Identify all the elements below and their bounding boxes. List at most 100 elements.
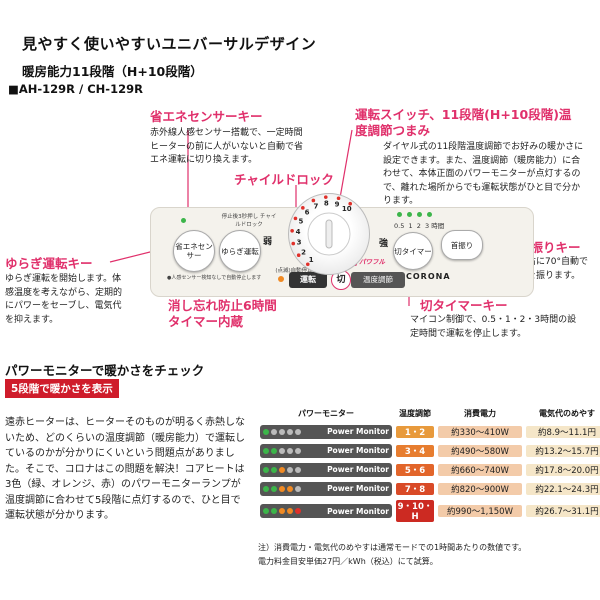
cost-value: 約8.9〜11.1円 xyxy=(526,425,600,438)
eco-sensor-button[interactable]: 省エネセンサー xyxy=(173,230,215,272)
dial-tick xyxy=(293,216,298,221)
off-timer-button[interactable]: 切タイマー xyxy=(393,232,433,270)
col-power: 消費電力 xyxy=(464,409,496,418)
dial-number: 8 xyxy=(324,200,329,208)
dial-tick xyxy=(348,201,353,206)
run-switch-callout-desc: ダイヤル式の11段階温度調節でお好みの暖かさに設定できます。また、温度調節（暖房… xyxy=(383,142,584,206)
child-lock-callout-title: チャイルドロック xyxy=(234,172,334,187)
brand-logo: CORONA xyxy=(406,272,451,281)
yuragi-callout-desc: ゆらぎ運転を開始します。体感温度を考えながら、定期的にパワーをセーブし、電気代を… xyxy=(5,274,123,325)
dial-number: 9 xyxy=(335,201,340,209)
timer-lamps xyxy=(397,212,432,217)
monitor-lights xyxy=(263,466,301,473)
monitor-cell: Power Monitor xyxy=(258,460,394,479)
monitor-lights xyxy=(263,485,301,492)
monitor-lamp-icon xyxy=(263,485,269,492)
dial-tick xyxy=(296,253,301,258)
monitor-lamp-icon xyxy=(263,508,269,514)
five-stage-tag: 5段階で暖かさを表示 xyxy=(5,379,119,398)
cost-cell: 約26.7〜31.1円 xyxy=(524,498,600,524)
monitor-lamp-icon xyxy=(279,428,285,435)
power-value: 約330〜410W xyxy=(438,425,522,438)
level-cell: 1・2 xyxy=(394,422,436,441)
level-cell: 5・6 xyxy=(394,460,436,479)
power-monitor-body: 遠赤ヒーターは、ヒーターそのものが明るく赤熱しないため、どのくらいの温度調節（暖… xyxy=(5,417,245,521)
swing-callout-desc: 左右に70°自動で首を振ります。 xyxy=(518,257,588,281)
auto-stop-label: (点滅)自動停止 xyxy=(275,268,313,274)
cost-cell: 約13.2〜15.7円 xyxy=(524,441,600,460)
strong-label: 強 xyxy=(379,239,389,249)
dial-number: 1 xyxy=(309,256,314,264)
power-monitor-strip: Power Monitor xyxy=(260,504,392,518)
weak-label: 弱 xyxy=(263,237,273,247)
temp-label: 温度調節 xyxy=(351,272,405,288)
dial-number: 7 xyxy=(313,202,318,210)
dial-number: 3 xyxy=(297,239,302,247)
yuragi-callout-title: ゆらぎ運転キー xyxy=(5,256,93,271)
monitor-cell: Power Monitor xyxy=(258,441,394,460)
dial-tick xyxy=(291,241,296,246)
monitor-lamp-icon xyxy=(287,447,293,454)
monitor-lamp-icon xyxy=(295,428,301,435)
monitor-lamp-icon xyxy=(295,508,301,514)
monitor-lamp-icon xyxy=(263,428,269,435)
swing-button[interactable]: 首振り xyxy=(441,230,483,260)
cost-value: 約26.7〜31.1円 xyxy=(526,505,600,517)
cost-value: 約22.1〜24.3円 xyxy=(526,482,600,495)
power-value: 約990〜1,150W xyxy=(438,505,522,517)
off-timer-callout-desc: マイコン制御で、0.5・1・2・3時間の設定時間で運転を停止します。 xyxy=(410,315,577,339)
run-switch-callout-title: 運転スイッチ、11段階(H+10段階)温度調節つまみ xyxy=(355,107,572,138)
dial-number: 6 xyxy=(305,209,310,217)
yuragi-button[interactable]: ゆらぎ運転 xyxy=(219,230,261,272)
monitor-lamp-icon xyxy=(271,466,277,473)
cost-cell: 約22.1〜24.3円 xyxy=(524,479,600,498)
eco-indicator-icon xyxy=(181,218,186,223)
monitor-lamp-icon xyxy=(279,485,285,492)
level-value: 5・6 xyxy=(396,463,434,476)
cost-cell: 約8.9〜11.1円 xyxy=(524,422,600,441)
run-button[interactable]: 運転 xyxy=(289,272,327,288)
dial-tick xyxy=(290,228,294,233)
monitor-lamp-icon xyxy=(295,466,301,473)
power-cell: 約660〜740W xyxy=(436,460,524,479)
dial-number: 10 xyxy=(342,205,352,213)
model-number: ■AH-129R / CH-129R xyxy=(8,82,143,96)
monitor-lamp-icon xyxy=(279,447,285,454)
dial-tick xyxy=(301,206,305,210)
monitor-lamp-icon xyxy=(271,508,277,514)
monitor-text: Power Monitor xyxy=(327,506,389,516)
monitor-lamp-icon xyxy=(287,428,293,435)
monitor-lamp-icon xyxy=(287,485,293,492)
table-notes: 注）消費電力・電気代のめやすは通常モードでの1時間あたりの数値です。 電力料金目… xyxy=(258,541,526,569)
level-value: 1・2 xyxy=(396,425,434,438)
cost-value: 約17.8〜20.0円 xyxy=(526,463,600,476)
off-timer-callout-title: 切タイマーキー xyxy=(420,298,508,313)
monitor-cell: Power Monitor xyxy=(258,422,394,441)
power-cell: 約330〜410W xyxy=(436,422,524,441)
dial-tick xyxy=(336,196,341,201)
monitor-cell: Power Monitor xyxy=(258,498,394,524)
dial-tick xyxy=(305,262,310,267)
monitor-lights xyxy=(263,447,301,454)
eco-sensor-callout-title: 省エネセンサーキー xyxy=(150,109,263,124)
col-level: 温度調節 xyxy=(399,409,431,418)
monitor-lamp-icon xyxy=(279,466,285,473)
note-2: 電力料金目安単価27円／kWh（税込）にて試算。 xyxy=(258,557,438,566)
powerful-label: パワフル xyxy=(359,258,385,266)
level-cell: 3・4 xyxy=(394,441,436,460)
monitor-lamp-icon xyxy=(271,447,277,454)
monitor-lamp-icon xyxy=(295,447,301,454)
dial-number: 4 xyxy=(296,228,301,236)
cost-cell: 約17.8〜20.0円 xyxy=(524,460,600,479)
monitor-lamp-icon xyxy=(263,466,269,473)
level-value: 3・4 xyxy=(396,444,434,457)
monitor-lamp-icon xyxy=(287,508,293,514)
monitor-lights xyxy=(263,508,301,514)
